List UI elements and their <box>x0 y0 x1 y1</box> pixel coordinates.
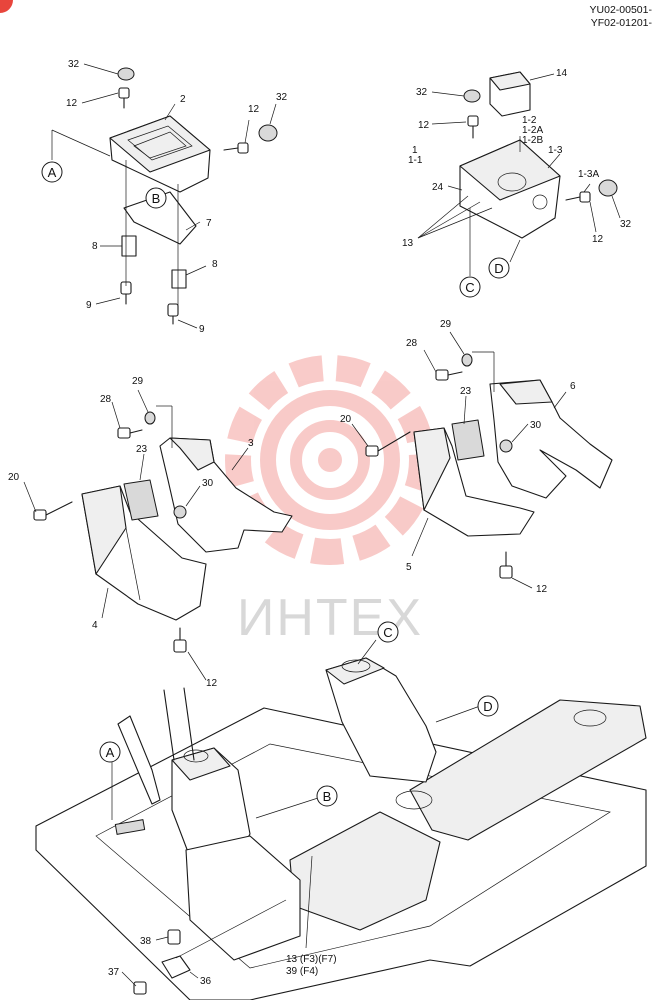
callout-B-bottom: B <box>316 785 338 807</box>
svg-text:D: D <box>483 699 492 714</box>
label-12f: 12 <box>536 584 548 595</box>
label-1-2A: 1-2A <box>522 125 543 136</box>
label-12c: 12 <box>418 120 430 131</box>
label-32b: 32 <box>276 92 288 103</box>
label-13-f3-f7: 13 (F3)(F7) <box>286 954 337 965</box>
assembly-console-1 <box>417 71 621 276</box>
assembly-cover-3-4 <box>23 389 293 681</box>
label-32c: 32 <box>416 87 428 98</box>
label-5: 5 <box>406 562 412 573</box>
header-code-2: YF02-01201- <box>591 17 653 29</box>
part-labels: 32 12 2 12 32 7 8 8 9 9 14 32 12 1-2 1-2… <box>8 59 632 987</box>
corner-marker <box>0 0 13 13</box>
label-4: 4 <box>92 620 98 631</box>
label-23a: 23 <box>136 444 148 455</box>
callout-C-top: C <box>459 276 481 298</box>
callout-D-top: D <box>488 257 510 279</box>
label-1-2B: 1-2B <box>522 135 543 146</box>
label-20a: 20 <box>8 472 20 483</box>
label-13: 13 <box>402 238 414 249</box>
label-6: 6 <box>570 381 576 392</box>
assembly-cover-5-6 <box>351 331 613 589</box>
label-9b: 9 <box>199 324 205 335</box>
label-28b: 28 <box>406 338 418 349</box>
assembly-cover-2 <box>51 63 278 329</box>
label-36: 36 <box>200 976 212 987</box>
label-39-f4: 39 (F4) <box>286 966 318 977</box>
svg-text:A: A <box>106 745 115 760</box>
label-12e: 12 <box>206 678 218 689</box>
svg-text:D: D <box>494 261 503 276</box>
label-2: 2 <box>180 94 186 105</box>
label-9a: 9 <box>86 300 92 311</box>
label-38: 38 <box>140 936 152 947</box>
callout-A-top: A <box>41 161 63 183</box>
label-1-3: 1-3 <box>548 145 563 156</box>
header-code-1: YU02-00501- <box>590 4 653 16</box>
label-23b: 23 <box>460 386 472 397</box>
svg-text:A: A <box>48 165 57 180</box>
svg-text:C: C <box>383 625 392 640</box>
callout-C-bottom: C <box>377 621 399 643</box>
callout-D-bottom: D <box>477 695 499 717</box>
callout-B-top: B <box>145 187 167 209</box>
label-12d: 12 <box>592 234 604 245</box>
assembly-floor-frame <box>35 639 647 1000</box>
svg-text:B: B <box>323 789 332 804</box>
label-32a: 32 <box>68 59 80 70</box>
label-1-1: 1-1 <box>408 155 423 166</box>
label-8a: 8 <box>92 241 98 252</box>
label-20b: 20 <box>340 414 352 425</box>
svg-text:C: C <box>465 280 474 295</box>
label-8b: 8 <box>212 259 218 270</box>
label-12a: 12 <box>66 98 78 109</box>
label-32d: 32 <box>620 219 632 230</box>
label-29a: 29 <box>132 376 144 387</box>
label-1-3A: 1-3A <box>578 169 599 180</box>
label-14: 14 <box>556 68 568 79</box>
svg-text:B: B <box>152 191 161 206</box>
label-7: 7 <box>206 218 212 229</box>
callout-A-bottom: A <box>99 741 121 763</box>
label-29b: 29 <box>440 319 452 330</box>
label-12b: 12 <box>248 104 260 115</box>
label-37: 37 <box>108 967 120 978</box>
label-1: 1 <box>412 145 418 156</box>
label-1-2: 1-2 <box>522 115 537 126</box>
label-30a: 30 <box>202 478 214 489</box>
label-28a: 28 <box>100 394 112 405</box>
label-3: 3 <box>248 438 254 449</box>
label-24: 24 <box>432 182 444 193</box>
label-30b: 30 <box>530 420 542 431</box>
